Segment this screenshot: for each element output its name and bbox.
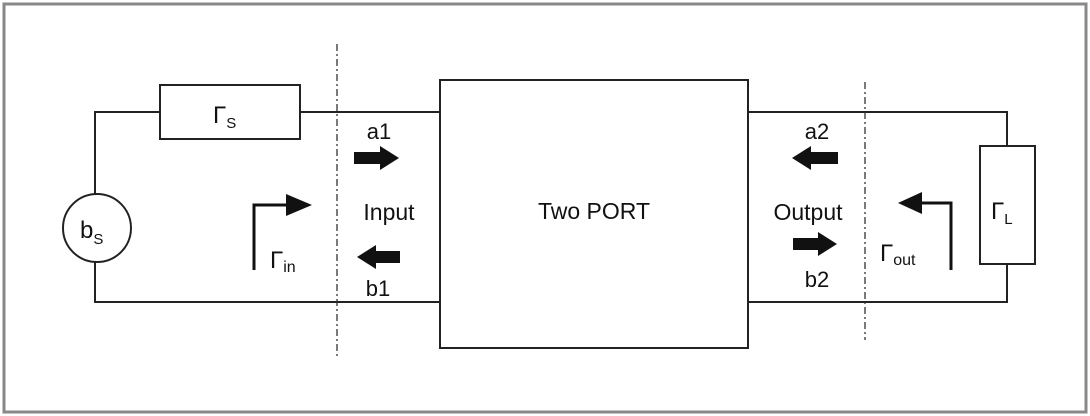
load-impedance-label: ΓL	[991, 198, 1013, 228]
gamma-in-arrow-icon	[286, 194, 312, 216]
source-label: bS	[80, 217, 103, 248]
output-label: Output	[773, 199, 843, 225]
two-port-label: Two PORT	[538, 198, 650, 224]
gamma-in-label: Γin	[270, 247, 296, 276]
gamma-out-arrow-shaft	[920, 201, 953, 270]
source-top-wire	[94, 111, 160, 195]
load-impedance-box	[979, 145, 1036, 265]
a1-label: a1	[367, 119, 391, 144]
output-bottom-wire	[748, 264, 1008, 303]
two-port-box	[439, 79, 749, 349]
b2-label: b2	[805, 267, 829, 292]
output-top-wire	[748, 111, 1008, 146]
b1-label: b1	[366, 276, 390, 301]
b2-arrow-icon	[793, 232, 837, 256]
a2-arrow-icon	[792, 146, 838, 170]
gamma-in-arrow-shaft	[252, 203, 288, 270]
a1-arrow-icon	[354, 146, 399, 170]
input-bottom-wire	[94, 262, 440, 303]
gamma-out-arrow-icon	[898, 192, 922, 214]
source-impedance-box	[159, 84, 301, 140]
source-impedance-label: ΓS	[213, 102, 236, 132]
gamma-out-label: Γout	[880, 240, 916, 269]
source-circle	[62, 193, 132, 263]
a2-label: a2	[805, 119, 829, 144]
input-label: Input	[363, 199, 415, 225]
b1-arrow-icon	[357, 245, 400, 269]
